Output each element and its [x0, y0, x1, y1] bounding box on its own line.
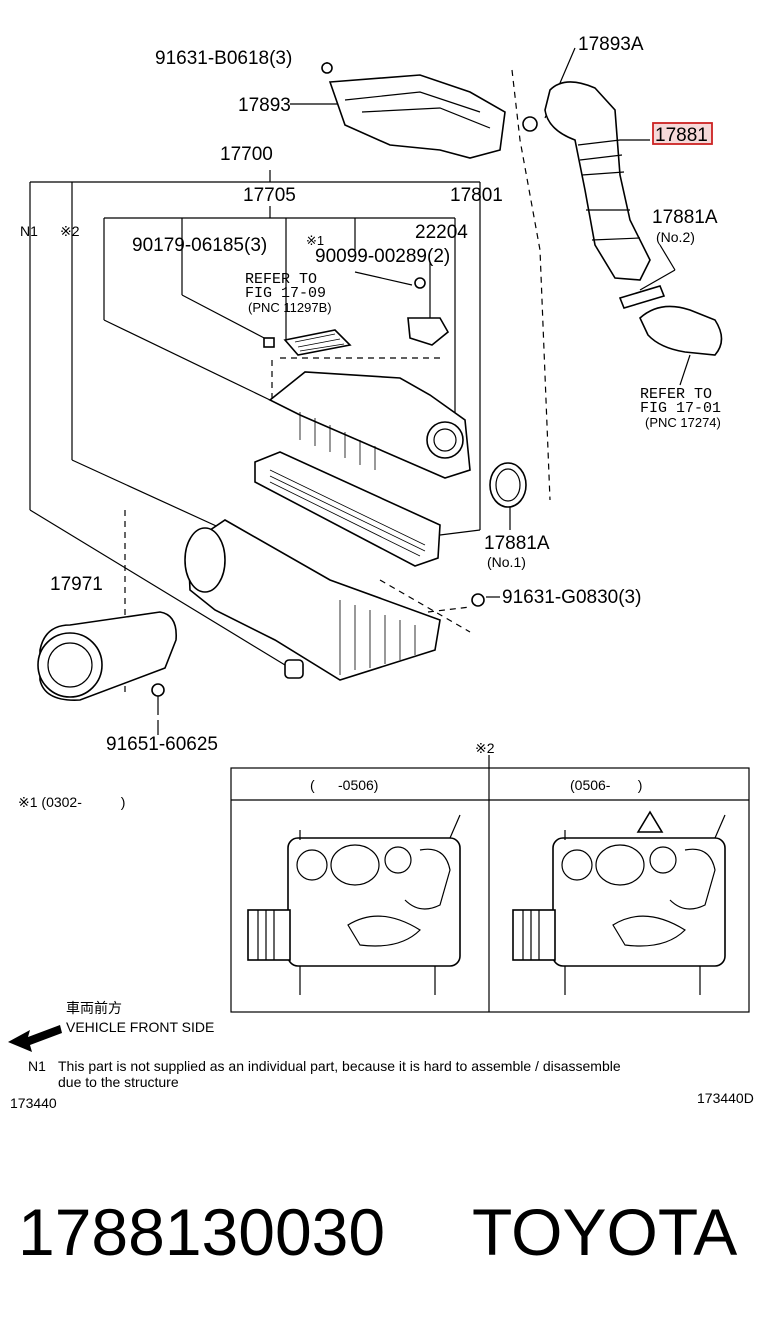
label-fig-1701: FIG 17-01	[640, 400, 721, 417]
label-17705: 17705	[243, 185, 296, 206]
label-91651: 91651-60625	[106, 734, 218, 755]
label-group: 91631-B0618(3) 17893A 17893 17881 17700 …	[10, 34, 754, 1111]
label-vehicle-front-en: VEHICLE FRONT SIDE	[66, 1019, 214, 1035]
label-17893: 17893	[238, 95, 291, 116]
label-fig-1709: FIG 17-09	[245, 285, 326, 302]
part-17893-duct	[321, 62, 538, 159]
label-refer-to-2: REFER TO	[640, 386, 712, 403]
label-17893a: 17893A	[578, 34, 644, 55]
highlight-box	[652, 122, 713, 145]
label-n1-note-key: N1	[28, 1058, 46, 1074]
label-no2: (No.2)	[656, 229, 695, 245]
footer-brand: TOYOTA	[472, 1195, 737, 1269]
variant-box	[230, 755, 750, 1013]
part-17801-filter	[254, 451, 441, 567]
variant-left-drawing	[247, 814, 461, 995]
part-17705-cap	[268, 371, 471, 479]
label-17881a-top: 17881A	[652, 207, 718, 228]
label-x1-note: ※1 (0302- )	[18, 794, 125, 810]
label-vehicle-front-jp: 車両前方	[66, 1000, 122, 1016]
label-pnc-11297b: (PNC 11297B)	[248, 300, 332, 315]
footer-part-number: 1788130030	[18, 1195, 385, 1269]
part-17971-inlet	[37, 611, 177, 715]
part-refer-plate	[263, 329, 352, 356]
part-17881a-clamp	[489, 462, 527, 508]
label-pnc-17274: (PNC 17274)	[645, 415, 721, 430]
label-n1-note-line2: due to the structure	[58, 1074, 179, 1090]
label-17801: 17801	[450, 185, 503, 206]
label-x2-box: ※2	[475, 740, 495, 756]
label-17881-highlighted: 17881	[655, 125, 708, 146]
label-17700: 17700	[220, 144, 273, 165]
variant-right-drawing	[512, 810, 726, 995]
part-22204-sensor	[407, 277, 450, 346]
part-17881-intake-hose	[544, 81, 723, 356]
label-n1-note-line1: This part is not supplied as an individu…	[58, 1058, 621, 1074]
label-refer-to-1: REFER TO	[245, 271, 317, 288]
vehicle-front-arrow-icon	[8, 1025, 62, 1052]
label-22204: 22204	[415, 222, 468, 243]
label-17971: 17971	[50, 574, 103, 595]
label-90179: 90179-06185(3)	[132, 235, 267, 256]
label-17881a-bottom: 17881A	[484, 533, 550, 554]
part-17700-case	[184, 519, 485, 681]
label-91631-b0618: 91631-B0618(3)	[155, 48, 292, 69]
variant-left-title: ( -0506)	[310, 777, 378, 793]
label-x2: ※2	[60, 223, 80, 239]
label-90099: 90099-00289(2)	[315, 246, 450, 267]
variant-right-title: (0506- )	[570, 777, 642, 793]
label-91631-g0830: 91631-G0830(3)	[502, 587, 641, 608]
label-code-right: 173440D	[697, 1090, 754, 1106]
label-no1: (No.1)	[487, 554, 526, 570]
label-n1: N1	[20, 223, 38, 239]
label-x1-marker: ※1	[306, 233, 324, 248]
label-code-left: 173440	[10, 1095, 57, 1111]
